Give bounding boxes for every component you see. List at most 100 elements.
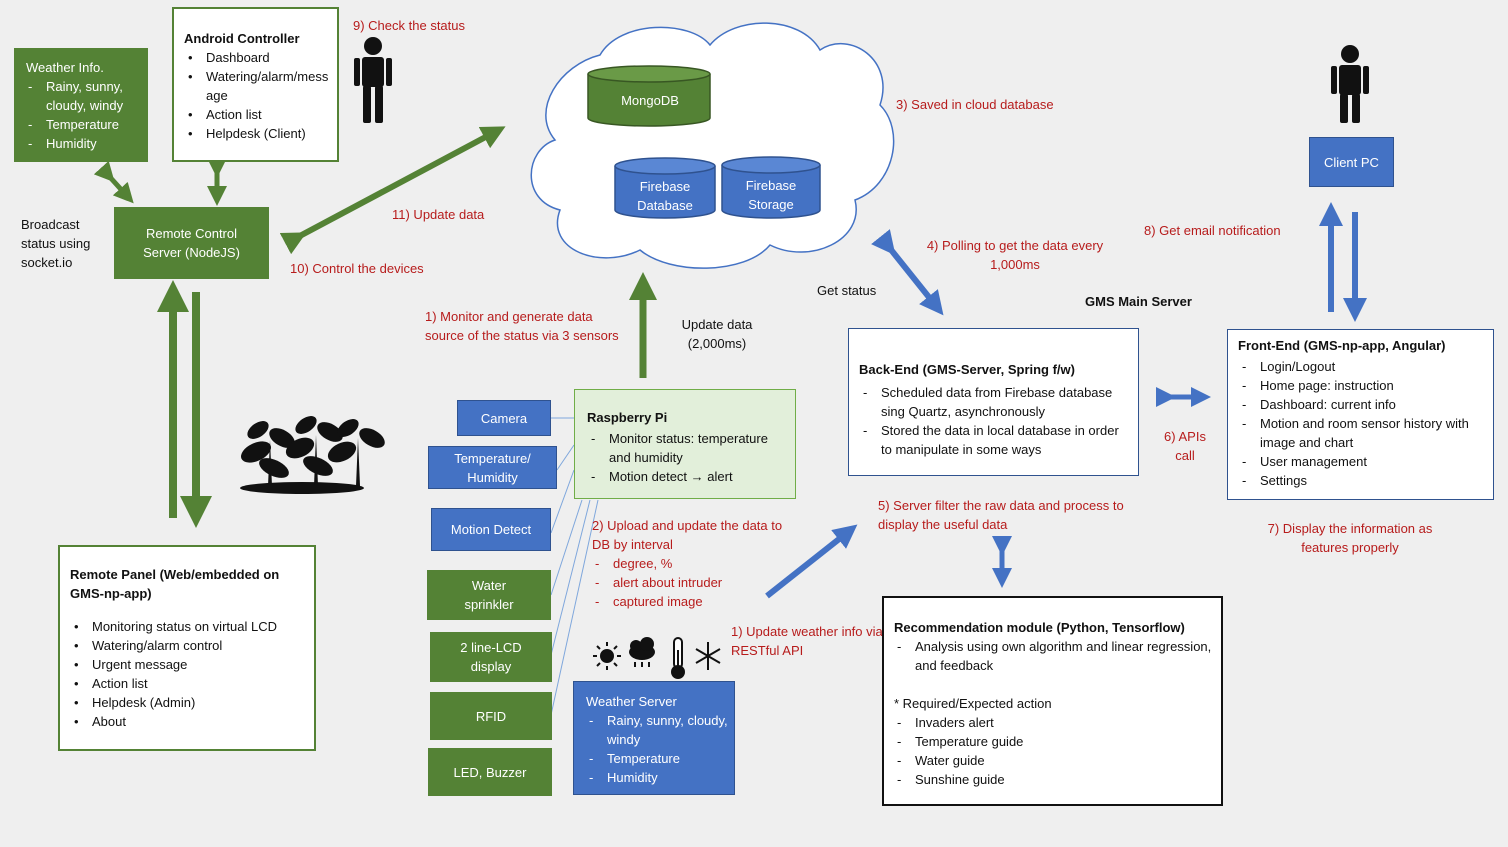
recommendation-title: Recommendation module (Python, Tensorflo… <box>894 620 1185 635</box>
frontend-title: Front-End (GMS-np-app, Angular) <box>1238 338 1446 353</box>
led-buzzer-label: LED, Buzzer <box>453 764 527 780</box>
firebase-storage-cylinder <box>721 156 821 219</box>
remote-panel-title: Remote Panel (Web/embedded on GMS-np-app… <box>70 567 280 601</box>
update-weather-label: 1) Update weather info via RESTful API <box>731 624 883 658</box>
firebase-storage-label: Firebase Storage <box>745 178 797 212</box>
list-item: Monitoring status on virtual LCD <box>74 617 308 636</box>
android-controller-title: Android Controller <box>184 31 300 46</box>
remote-panel-box: Remote Panel (Web/embedded on GMS-np-app… <box>58 545 316 751</box>
weather-server-box: Weather Server Rainy, sunny, cloudy, win… <box>573 681 735 795</box>
rfid-label: RFID <box>475 708 507 724</box>
get-status-label: Get status <box>817 283 877 298</box>
list-item: Dashboard <box>188 48 333 67</box>
firebase-database-cylinder <box>614 157 716 219</box>
recommendation-subtitle: * Required/Expected action <box>894 696 1052 711</box>
list-item: Helpdesk (Admin) <box>74 693 308 712</box>
weather-info-title: Weather Info. <box>26 60 104 75</box>
device-connectors <box>550 417 599 716</box>
motion-detect-box: Motion Detect <box>431 508 551 551</box>
list-item: Dashboard: current info <box>1242 395 1487 414</box>
remote-control-server-box: Remote Control Server (NodeJS) <box>114 207 269 279</box>
list-item: Humidity <box>28 134 144 153</box>
list-item: Watering/alarm/message <box>188 67 333 105</box>
android-controller-box: Android Controller Dashboard Watering/al… <box>172 7 339 162</box>
display-info-label: 7) Display the information as features p… <box>1267 521 1433 555</box>
weather-info-box: Weather Info. Rainy, sunny, cloudy, wind… <box>14 48 148 162</box>
person-icon <box>354 37 392 123</box>
backend-list: Scheduled data from Firebase database si… <box>859 383 1132 459</box>
remote-server-label: Remote Control Server (NodeJS) <box>143 226 240 260</box>
list-item: Monitor status: temperature and humidity <box>591 429 789 467</box>
list-item: Login/Logout <box>1242 357 1487 376</box>
arrow-cloud-backend <box>871 229 944 316</box>
weather-server-list: Rainy, sunny, cloudy, windy Temperature … <box>586 711 730 787</box>
client-pc-label: Client PC <box>1324 154 1379 170</box>
recommendation-box: Recommendation module (Python, Tensorflo… <box>882 596 1223 806</box>
lcd-display-box: 2 line-LCD display <box>430 632 552 682</box>
rain-cloud-icon <box>629 637 655 667</box>
frontend-box: Front-End (GMS-np-app, Angular) Login/Lo… <box>1227 329 1494 500</box>
plants-icon <box>240 416 385 494</box>
raspberry-pi-title: Raspberry Pi <box>587 410 668 425</box>
list-item: Temperature guide <box>897 732 1215 751</box>
list-item: Action list <box>74 674 308 693</box>
firebase-database-label: Firebase Database <box>637 179 693 213</box>
backend-box: Back-End (GMS-Server, Spring f/w) Schedu… <box>848 328 1139 476</box>
arrow-remote-cloud <box>279 126 506 255</box>
saved-cloud-label: 3) Saved in cloud database <box>896 97 1054 112</box>
person-icon <box>1331 45 1369 123</box>
led-buzzer-box: LED, Buzzer <box>428 748 552 796</box>
list-item: Action list <box>188 105 333 124</box>
list-item: Temperature <box>589 749 730 768</box>
lcd-display-label: 2 line-LCD display <box>460 640 522 674</box>
sun-icon <box>593 642 621 670</box>
list-item: User management <box>1242 452 1487 471</box>
water-sprinkler-box: Water sprinkler <box>427 570 551 620</box>
cloud-shape <box>530 22 895 269</box>
temperature-humidity-label: Temperature/ Humidity <box>454 450 531 485</box>
polling-label: 4) Polling to get the data every 1,000ms <box>926 238 1104 272</box>
backend-title: Back-End (GMS-Server, Spring f/w) <box>859 362 1075 377</box>
rfid-box: RFID <box>430 692 552 740</box>
frontend-list: Login/Logout Home page: instruction Dash… <box>1238 357 1487 490</box>
server-filter-label: 5) Server filter the raw data and proces… <box>878 498 1124 532</box>
raspberry-pi-list: Monitor status: temperature and humidity… <box>587 429 789 486</box>
recommendation-actions: Invaders alert Temperature guide Water g… <box>894 713 1215 789</box>
temperature-humidity-box: Temperature/ Humidity <box>428 446 557 489</box>
list-item: Motion detect → alert <box>591 467 789 486</box>
list-item: Analysis using own algorithm and linear … <box>897 637 1215 675</box>
camera-box: Camera <box>457 400 551 436</box>
weather-info-list: Rainy, sunny, cloudy, windy Temperature … <box>26 77 144 153</box>
mongodb-label: MongoDB <box>621 92 679 108</box>
broadcast-label: Broadcast status using socket.io <box>21 217 91 270</box>
client-pc-box: Client PC <box>1309 137 1394 187</box>
gms-main-server-label: GMS Main Server <box>1085 294 1192 309</box>
thermometer-icon <box>671 637 685 679</box>
raspberry-pi-box: Raspberry Pi Monitor status: temperature… <box>574 389 796 499</box>
list-item: Humidity <box>589 768 730 787</box>
list-item: Helpdesk (Client) <box>188 124 333 143</box>
list-item: captured image <box>595 592 792 611</box>
check-status-label: 9) Check the status <box>353 18 465 33</box>
list-item: Motion and room sensor history with imag… <box>1242 414 1487 452</box>
list-item: Temperature <box>28 115 144 134</box>
control-devices-label: 10) Control the devices <box>290 261 424 276</box>
list-item: Water guide <box>897 751 1215 770</box>
list-item: degree, % <box>595 554 792 573</box>
remote-panel-list: Monitoring status on virtual LCD Waterin… <box>70 617 308 731</box>
apis-call-label: 6) APIs call <box>1164 429 1206 463</box>
recommendation-list: Analysis using own algorithm and linear … <box>894 637 1215 675</box>
email-notification-label: 8) Get email notification <box>1144 223 1281 238</box>
mongodb-cylinder <box>587 65 711 127</box>
update-data-label: 11) Update data <box>392 207 485 222</box>
list-item: Scheduled data from Firebase database si… <box>863 383 1132 421</box>
list-item: Stored the data in local database in ord… <box>863 421 1132 459</box>
snowflake-icon <box>695 642 721 670</box>
list-item: Settings <box>1242 471 1487 490</box>
upload-title: 2) Upload and update the data to DB by i… <box>592 518 783 552</box>
water-sprinkler-label: Water sprinkler <box>464 578 514 612</box>
list-item: Sunshine guide <box>897 770 1215 789</box>
list-item: Urgent message <box>74 655 308 674</box>
update-data-interval-label: Update data (2,000ms) <box>681 317 753 351</box>
weather-server-title: Weather Server <box>586 694 677 709</box>
